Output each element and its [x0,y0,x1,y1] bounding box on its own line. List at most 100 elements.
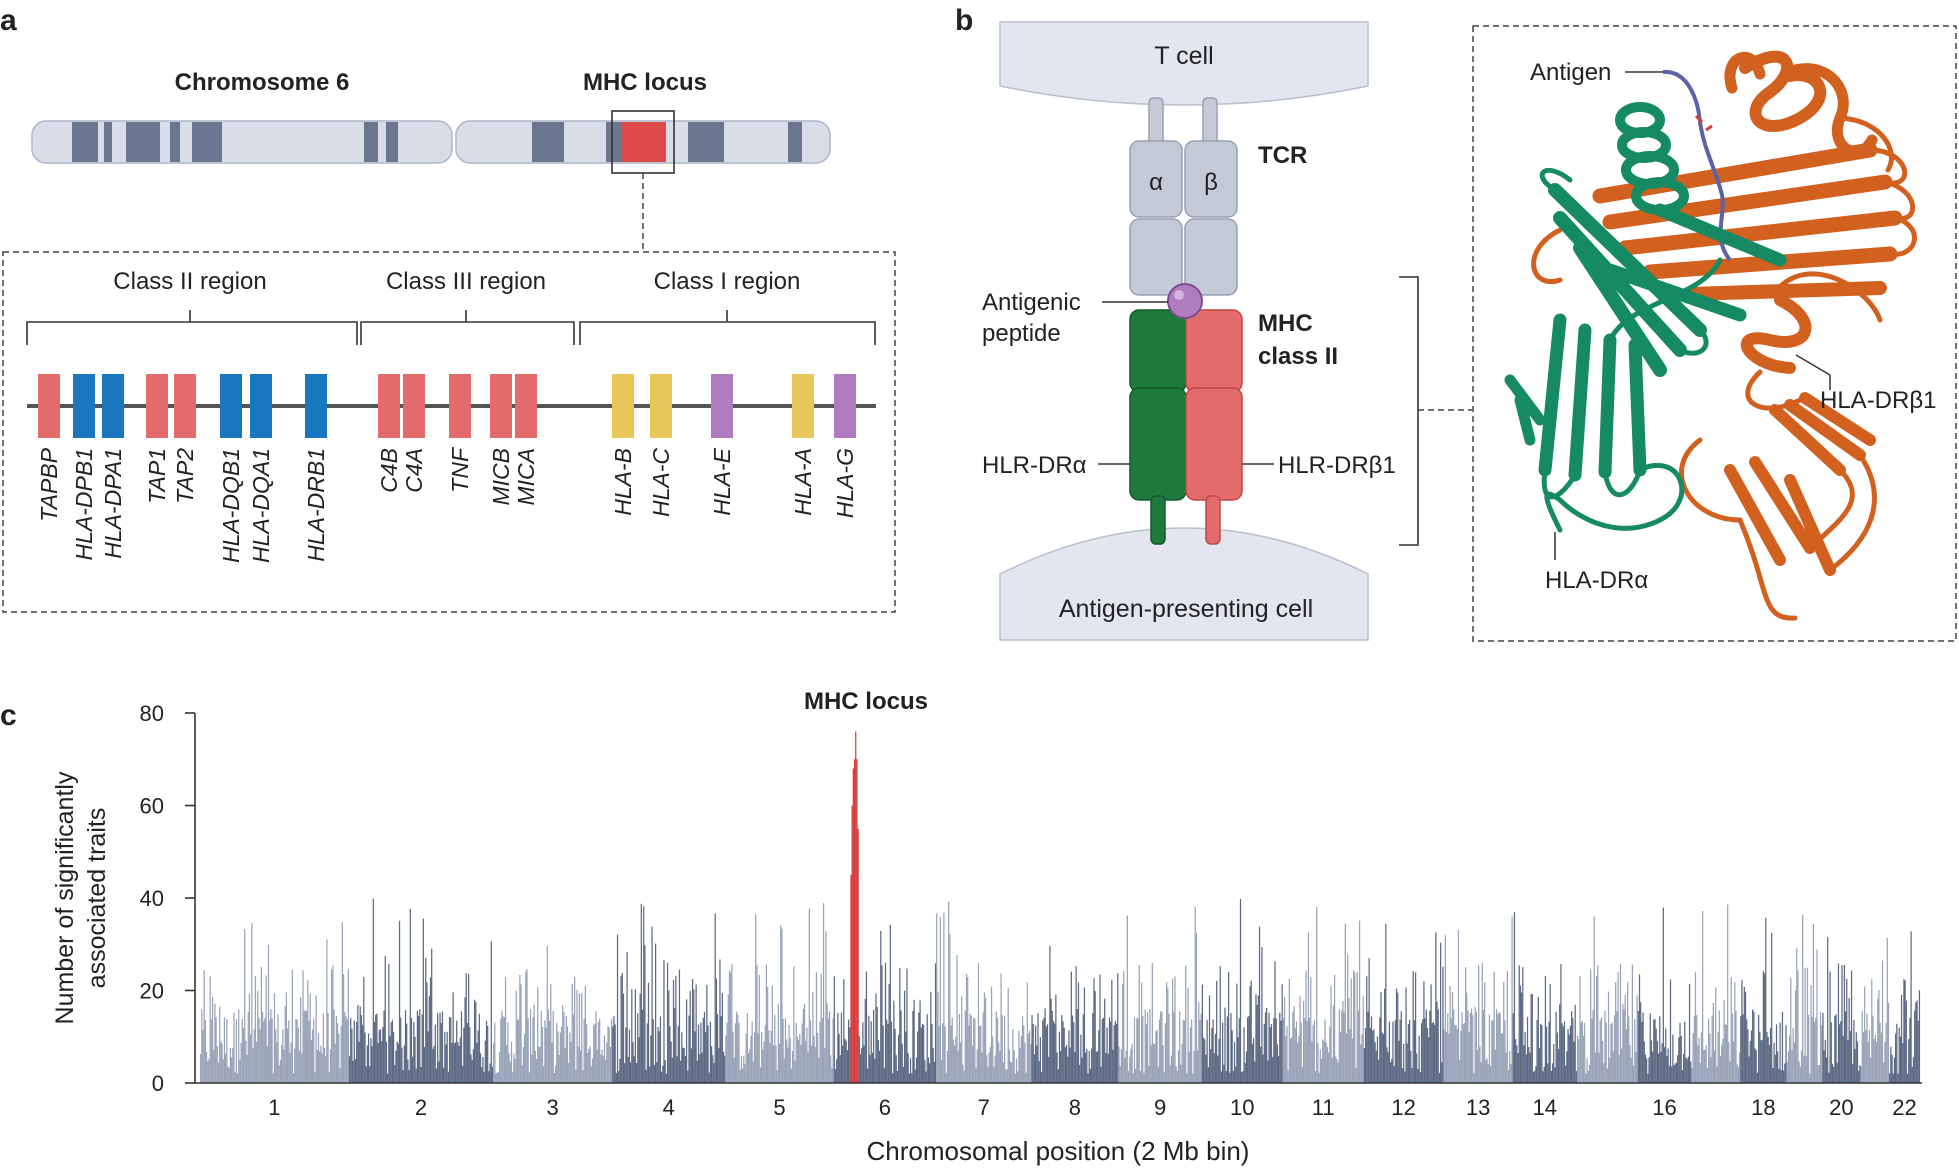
bar [1761,1039,1763,1083]
mhc-gene-map-box [2,251,896,613]
bar [1666,1056,1668,1083]
bar [651,926,653,1083]
bar [771,985,773,1083]
bar [1224,1007,1226,1083]
bar [1584,1023,1586,1083]
bar [1149,1008,1151,1083]
bar [1235,1066,1237,1083]
bar [1407,1024,1410,1083]
bar [1349,1028,1351,1083]
bar [743,1055,745,1083]
bar [1401,1068,1404,1083]
bar [210,1019,212,1083]
bar [516,1019,519,1083]
bar [1191,1019,1193,1083]
bar [844,1038,846,1083]
bar [241,1018,243,1083]
bar [1142,1015,1144,1083]
bar [970,1015,972,1083]
bar [956,955,958,1083]
bar [1736,1064,1738,1083]
bar [1356,971,1358,1083]
bar [1269,1027,1271,1083]
chromosome-label: 10 [1230,1095,1254,1120]
bar [1806,967,1809,1083]
bar [1794,990,1797,1083]
bar [459,1037,461,1083]
bar [422,918,424,1083]
bar [266,1045,268,1083]
bar [1400,1011,1402,1083]
bar [1042,1020,1044,1083]
bar [653,1064,656,1083]
bar [893,1000,895,1083]
bar [549,1020,551,1083]
bar [581,993,583,1083]
bar [273,993,276,1083]
bar [595,1011,597,1083]
bar [1495,1009,1498,1083]
bar [1837,963,1840,1083]
bar [666,962,669,1083]
bar [1656,1040,1659,1083]
bar [373,1021,376,1083]
bar [1180,1064,1182,1083]
bar [1043,1017,1045,1083]
bar [587,1052,589,1083]
bar [1554,1067,1556,1083]
bar [1185,965,1187,1083]
bar [484,1040,486,1083]
bar [1591,1018,1593,1083]
bar [1232,1070,1234,1083]
bar [267,945,270,1083]
bar [817,1032,819,1083]
bar [372,898,374,1083]
bar [1350,978,1352,1083]
gene-label-hla-c: HLA-C [648,448,674,517]
bar [632,1042,634,1083]
bar [452,992,454,1083]
bar [1139,1071,1142,1083]
bar [306,1010,308,1083]
bar [336,1023,339,1083]
bar [521,1065,523,1083]
bar [1220,1071,1223,1083]
bar [1141,982,1143,1083]
bar [689,991,691,1083]
gene-block-c4a [403,374,425,438]
bar [1262,1054,1264,1083]
bar [871,1052,874,1083]
bar [1585,1073,1587,1083]
bar [1096,1051,1099,1083]
bar [975,1068,977,1083]
chromosome-label: 3 [546,1095,558,1120]
bar [1599,1020,1601,1083]
bar [1524,1032,1526,1083]
bar [1674,1063,1676,1083]
bar [1686,1059,1688,1083]
bar [327,1013,329,1083]
bar [1637,1010,1639,1083]
gene-block-hla-dpa1 [102,374,124,438]
bar [720,1016,722,1083]
bar [1063,1027,1065,1083]
bar [1893,1057,1896,1083]
region-brackets [26,310,876,345]
bar [1019,1048,1021,1083]
bar [859,1054,862,1083]
bar [1453,1009,1455,1083]
bar [1036,1045,1038,1083]
bar [920,1027,922,1083]
bar [976,1049,978,1083]
bar [316,1050,318,1083]
bar [269,1020,271,1083]
bar [335,1015,338,1083]
bar [1188,1051,1190,1083]
bar [250,1034,252,1083]
bar [1120,1049,1122,1083]
bar [464,997,466,1083]
bar [1721,1045,1723,1083]
bar [635,1063,638,1083]
bar [1344,923,1346,1083]
bar [228,1067,230,1083]
